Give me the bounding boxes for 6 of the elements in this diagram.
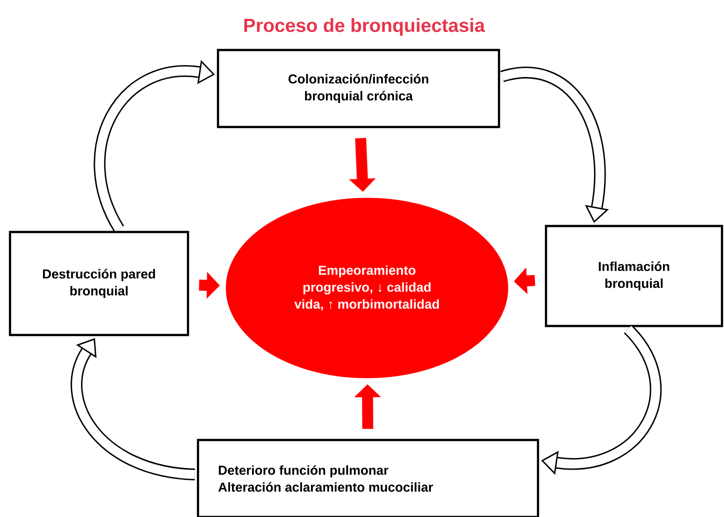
curved-arrow bbox=[70, 338, 196, 480]
process-box: Deterioro función pulmonar Alteración aclaramiento mucociliar bbox=[196, 438, 540, 517]
process-box: Colonización/infección bronquial crónica bbox=[216, 48, 500, 128]
title: Proceso de bronquiectasia bbox=[244, 18, 486, 36]
process-box: Inflamación bronquial bbox=[544, 224, 724, 328]
process-box: Destrucción pared bronquial bbox=[8, 230, 190, 336]
